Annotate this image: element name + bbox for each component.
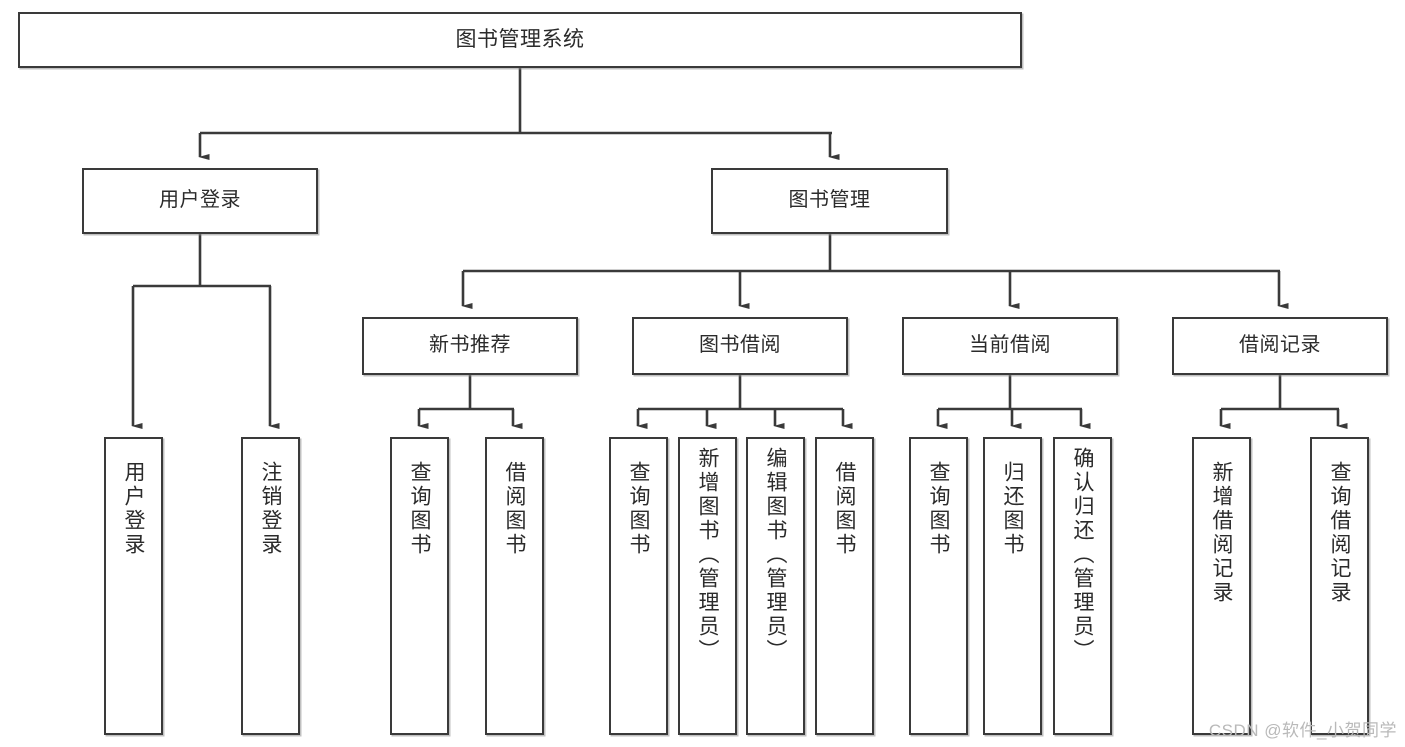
node-leaf-edit-book-label: 编辑图书（管理员）	[764, 447, 787, 663]
node-leaf-add-book[interactable]: 新增图书（管理员）	[678, 437, 737, 735]
node-leaf-logout-label: 注销登录	[259, 461, 282, 557]
node-book-manage-label: 图书管理	[788, 189, 871, 212]
node-leaf-borrow-book-1-label: 借阅图书	[503, 461, 526, 557]
node-leaf-borrow-book-1[interactable]: 借阅图书	[485, 437, 544, 735]
node-book-borrow-label: 图书借阅	[699, 334, 781, 357]
node-leaf-logout[interactable]: 注销登录	[241, 437, 300, 735]
node-leaf-query-book-3[interactable]: 查询图书	[909, 437, 968, 735]
node-leaf-add-record[interactable]: 新增借阅记录	[1192, 437, 1251, 735]
node-book-borrow[interactable]: 图书借阅	[632, 317, 848, 375]
node-leaf-query-record-label: 查询借阅记录	[1328, 461, 1351, 605]
node-leaf-user-login[interactable]: 用户登录	[104, 437, 163, 735]
node-leaf-return-book-label: 归还图书	[1001, 461, 1024, 557]
node-leaf-add-record-label: 新增借阅记录	[1210, 461, 1233, 605]
node-new-book-rec[interactable]: 新书推荐	[362, 317, 578, 375]
node-root[interactable]: 图书管理系统	[18, 12, 1022, 68]
node-borrow-record-label: 借阅记录	[1239, 334, 1321, 357]
node-new-book-rec-label: 新书推荐	[429, 334, 511, 357]
node-leaf-return-book[interactable]: 归还图书	[983, 437, 1042, 735]
node-leaf-confirm-return-label: 确认归还（管理员）	[1071, 447, 1094, 663]
node-user-login[interactable]: 用户登录	[82, 168, 318, 234]
node-leaf-user-login-label: 用户登录	[122, 461, 145, 557]
node-leaf-borrow-book-2[interactable]: 借阅图书	[815, 437, 874, 735]
node-leaf-query-book-2-label: 查询图书	[627, 461, 650, 557]
node-current-borrow-label: 当前借阅	[969, 334, 1051, 357]
node-borrow-record[interactable]: 借阅记录	[1172, 317, 1388, 375]
node-leaf-add-book-label: 新增图书（管理员）	[696, 447, 719, 663]
node-root-label: 图书管理系统	[455, 27, 585, 51]
node-leaf-query-book-2[interactable]: 查询图书	[609, 437, 668, 735]
node-leaf-confirm-return[interactable]: 确认归还（管理员）	[1053, 437, 1112, 735]
node-leaf-query-record[interactable]: 查询借阅记录	[1310, 437, 1369, 735]
node-current-borrow[interactable]: 当前借阅	[902, 317, 1118, 375]
node-book-manage[interactable]: 图书管理	[711, 168, 948, 234]
node-leaf-query-book-3-label: 查询图书	[927, 461, 950, 557]
node-leaf-query-book-1[interactable]: 查询图书	[390, 437, 449, 735]
node-leaf-borrow-book-2-label: 借阅图书	[833, 461, 856, 557]
node-leaf-edit-book[interactable]: 编辑图书（管理员）	[746, 437, 805, 735]
node-user-login-label: 用户登录	[159, 189, 241, 212]
watermark: CSDN @软件_小贺同学	[1208, 721, 1397, 740]
node-leaf-query-book-1-label: 查询图书	[408, 461, 431, 557]
